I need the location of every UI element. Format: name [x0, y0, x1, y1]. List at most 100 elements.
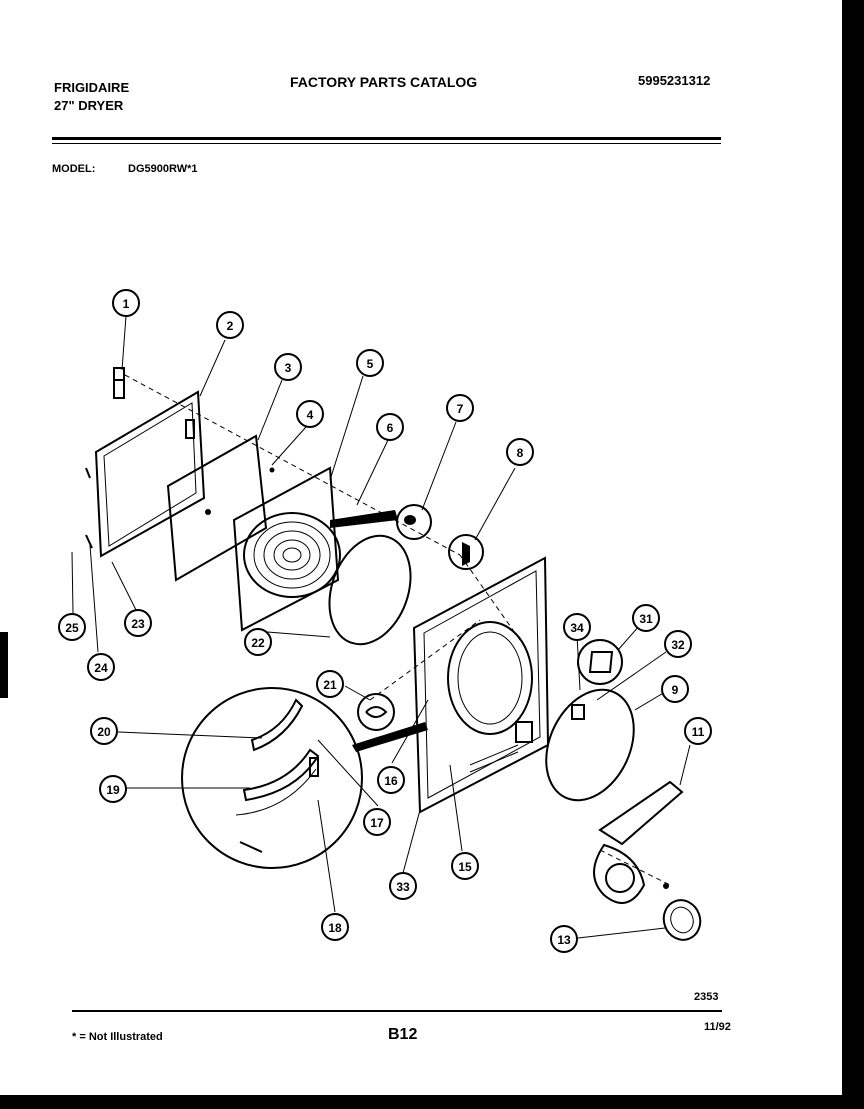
callout-circle: [632, 604, 660, 632]
catalog-title: FACTORY PARTS CATALOG: [290, 74, 478, 90]
header-rule-bottom: [52, 143, 721, 144]
callout-circle: [664, 630, 692, 658]
callout-22: 22: [244, 628, 272, 656]
callout-1: 1: [112, 289, 140, 317]
exploded-parts-diagram: 1234567891113151617181920212223242531323…: [58, 289, 718, 1003]
callout-circle: [376, 413, 404, 441]
hinge-parts: [396, 504, 484, 570]
callout-number: 8: [517, 446, 524, 460]
callout-3: 3: [274, 353, 302, 381]
callout-circle: [274, 353, 302, 381]
callout-21: 21: [316, 670, 344, 698]
callout-circle: [684, 717, 712, 745]
callout-24: 24: [87, 653, 115, 681]
footer-rule: [72, 1010, 722, 1012]
callout-circle: [244, 628, 272, 656]
callout-circle: [58, 613, 86, 641]
callout-number: 20: [97, 725, 111, 739]
callout-circle: [296, 400, 324, 428]
callout-circle: [563, 613, 591, 641]
callout-circle: [363, 808, 391, 836]
hinge-cover-group: [593, 780, 702, 941]
product-name: 27" DRYER: [54, 98, 124, 113]
door-liner: [166, 434, 275, 582]
callout-number: 19: [106, 783, 120, 797]
callout-15: 15: [451, 852, 479, 880]
callout-number: 3: [285, 361, 292, 375]
callout-group: 1234567891113151617181920212223242531323…: [58, 289, 712, 953]
callout-number: 13: [557, 933, 571, 947]
clip-part: [113, 367, 125, 399]
callout-circle: [550, 925, 578, 953]
callout-31: 31: [632, 604, 660, 632]
callout-19: 19: [99, 775, 127, 803]
inner-door: [232, 466, 398, 632]
callout-17: 17: [363, 808, 391, 836]
callout-circle: [446, 394, 474, 422]
page-code: B12: [388, 1026, 418, 1043]
callout-circle: [99, 775, 127, 803]
callout-number: 16: [384, 774, 398, 788]
callout-9: 9: [661, 675, 689, 703]
callout-16: 16: [377, 766, 405, 794]
header-rule-top: [52, 137, 721, 140]
callout-13: 13: [550, 925, 578, 953]
callout-number: 6: [387, 421, 394, 435]
callout-8: 8: [506, 438, 534, 466]
callout-6: 6: [376, 413, 404, 441]
callout-number: 33: [396, 880, 410, 894]
callout-number: 34: [570, 621, 584, 635]
callout-circle: [87, 653, 115, 681]
callout-number: 21: [323, 678, 337, 692]
callout-number: 22: [251, 636, 265, 650]
callout-circle: [216, 311, 244, 339]
callout-32: 32: [664, 630, 692, 658]
callout-circle: [451, 852, 479, 880]
callout-23: 23: [124, 609, 152, 637]
door-seal-ring: [328, 534, 412, 646]
leader-lines: [71, 315, 691, 939]
brand-name: FRIGIDAIRE: [54, 80, 130, 95]
front-seal-group: [545, 639, 635, 802]
callout-number: 25: [65, 621, 79, 635]
callout-4: 4: [296, 400, 324, 428]
callout-number: 1: [123, 297, 130, 311]
bracket-part: [357, 693, 395, 731]
callout-5: 5: [356, 349, 384, 377]
outer-door-panel: [85, 390, 206, 558]
callout-circle: [506, 438, 534, 466]
callout-number: 18: [328, 921, 342, 935]
callout-circle: [356, 349, 384, 377]
callout-25: 25: [58, 613, 86, 641]
callout-number: 17: [370, 816, 384, 830]
callout-circle: [316, 670, 344, 698]
callout-number: 4: [307, 408, 314, 422]
callout-7: 7: [446, 394, 474, 422]
footnote: * = Not Illustrated: [72, 1031, 163, 1043]
callout-number: 32: [671, 638, 685, 652]
scan-edge-mark: [0, 632, 8, 698]
callout-circle: [377, 766, 405, 794]
callout-20: 20: [90, 717, 118, 745]
callout-circle: [112, 289, 140, 317]
callout-number: 7: [457, 402, 464, 416]
callout-circle: [124, 609, 152, 637]
callout-18: 18: [321, 913, 349, 941]
callout-33: 33: [389, 872, 417, 900]
callout-circle: [389, 872, 417, 900]
catalog-number: 5995231312: [638, 73, 711, 88]
callout-circle: [321, 913, 349, 941]
model-value: DG5900RW*1: [128, 163, 198, 175]
detail-magnifier: [181, 687, 363, 869]
callout-number: 5: [367, 357, 374, 371]
callout-circle: [90, 717, 118, 745]
callout-number: 9: [672, 683, 679, 697]
catalog-page: FRIGIDAIRE 27" DRYER FACTORY PARTS CATAL…: [0, 0, 842, 1095]
callout-number: 24: [94, 661, 108, 675]
callout-34: 34: [563, 613, 591, 641]
callout-number: 31: [639, 612, 653, 626]
callout-number: 11: [692, 725, 705, 739]
callout-number: 23: [131, 617, 145, 631]
assembly-axis-lines: [124, 374, 671, 886]
drawing-number: 2353: [694, 991, 718, 1003]
